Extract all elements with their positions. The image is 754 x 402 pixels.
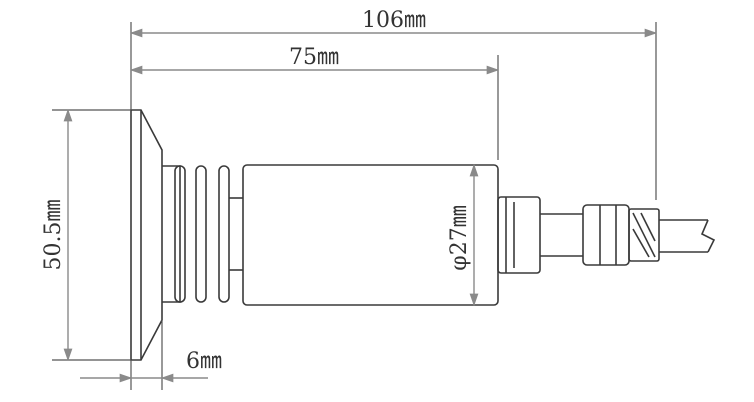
connector-nut — [497, 196, 541, 274]
sensor-outline — [130, 109, 716, 361]
body-length-label: 75㎜ — [289, 45, 339, 70]
dimension-body-length: 75㎜ — [129, 45, 500, 75]
body-diameter-label: φ27㎜ — [447, 205, 472, 270]
connector-plug — [582, 204, 630, 266]
cable — [659, 219, 716, 253]
dimension-body-diameter: φ27㎜ — [447, 163, 479, 307]
overall-length-label: 106㎜ — [362, 8, 426, 33]
dimension-flange-thickness: 6㎜ — [80, 349, 222, 383]
extension-lines — [52, 22, 657, 390]
flange — [130, 109, 163, 361]
cooling-fins — [162, 165, 243, 303]
cable-gland — [628, 208, 660, 262]
flange-height-label: 50.5㎜ — [41, 200, 66, 271]
dimension-flange-height: 50.5㎜ — [41, 108, 73, 362]
dimension-overall-length: 106㎜ — [129, 8, 658, 38]
flange-thickness-label: 6㎜ — [186, 349, 222, 374]
